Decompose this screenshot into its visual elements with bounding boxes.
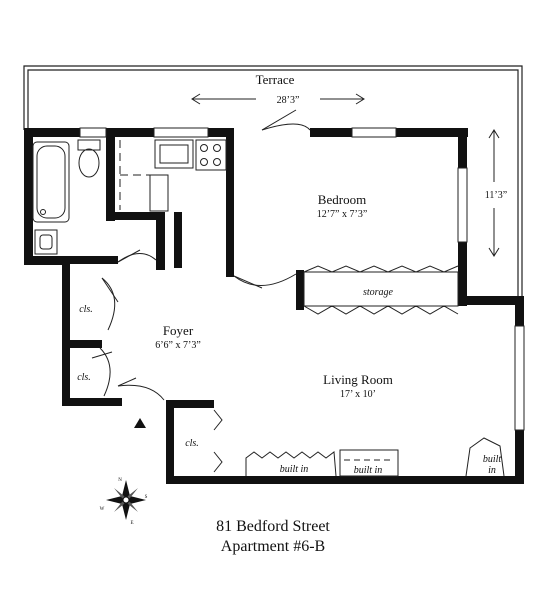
address-street: 81 Bedford Street [216, 518, 330, 535]
compass-w: W [100, 507, 105, 512]
entry-marker [134, 418, 146, 428]
compass-icon [106, 480, 146, 520]
storage-closet [303, 265, 459, 315]
compass-n: N [118, 478, 122, 483]
kitchen-fixtures [119, 139, 227, 212]
closet-label-lower: cls. [77, 372, 91, 383]
terrace-label: Terrace [256, 72, 295, 87]
interior-walls [70, 137, 467, 310]
built-in-label-right-1: built [483, 454, 502, 465]
compass-e: E [130, 521, 133, 526]
bedroom-dims: 12’7” x 7’3” [317, 209, 368, 220]
compass-s: S [145, 495, 148, 500]
living-room-dims: 17’ x 10’ [340, 389, 376, 400]
terrace-width: 28’3” [277, 95, 300, 106]
closet-label-living: cls. [185, 438, 199, 449]
address-unit: Apartment #6-B [220, 538, 326, 555]
built-ins [245, 437, 505, 477]
built-in-label-mid: built in [354, 465, 383, 476]
dimension-arrows [191, 93, 500, 257]
windows [79, 127, 525, 431]
foyer-name: Foyer [163, 323, 194, 338]
doors [91, 109, 311, 473]
built-in-label-left: built in [280, 464, 309, 475]
storage-label: storage [363, 287, 394, 298]
bedroom-name: Bedroom [318, 192, 366, 207]
foyer-dims: 6’6” x 7’3” [155, 340, 201, 351]
bath-fixtures [32, 139, 101, 255]
terrace-depth: 11’3” [485, 190, 507, 201]
living-room-name: Living Room [323, 372, 393, 387]
terrace [23, 65, 523, 296]
built-in-label-right-2: in [488, 465, 496, 476]
closet-label-upper: cls. [79, 304, 93, 315]
